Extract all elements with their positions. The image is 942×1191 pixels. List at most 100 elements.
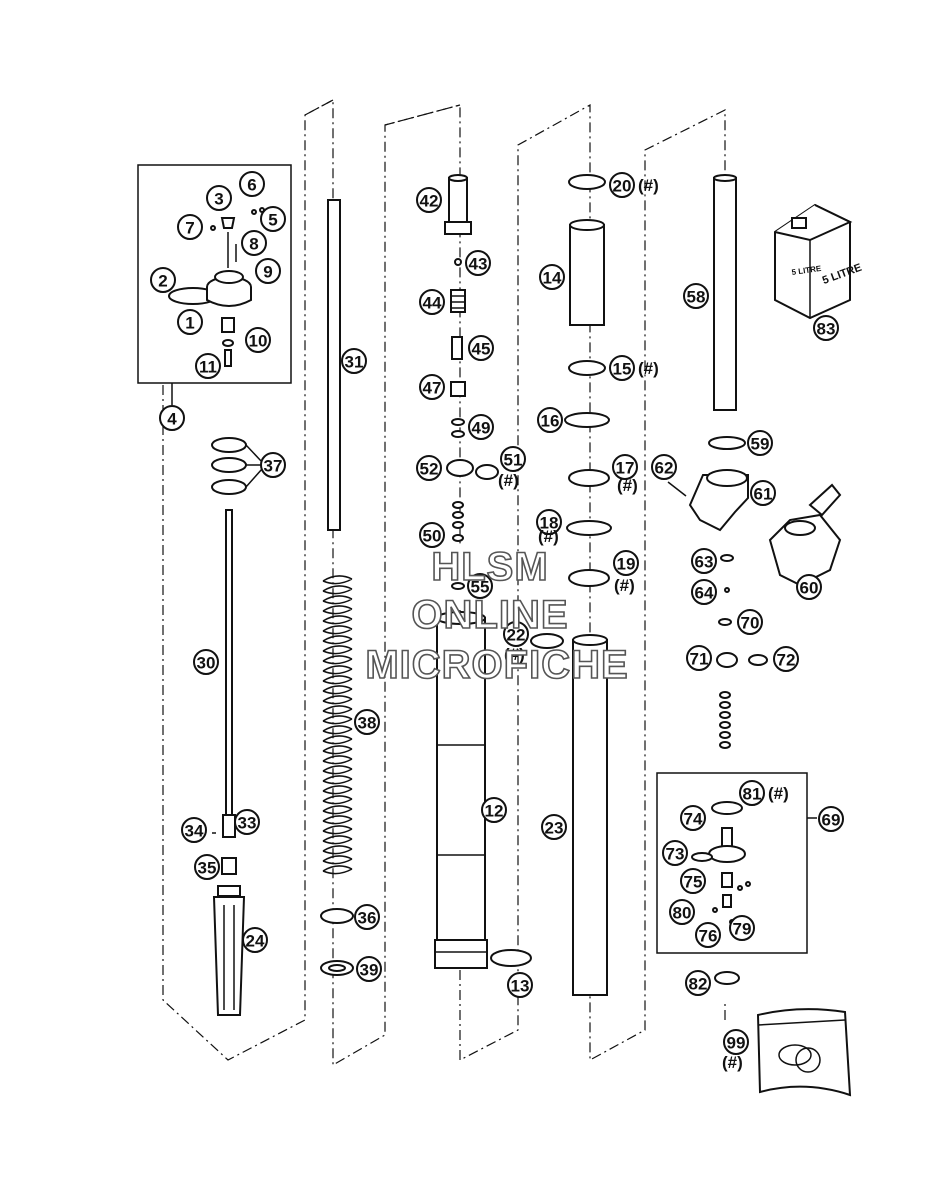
callout-49: 49 — [468, 414, 494, 440]
callout-number: 42 — [420, 192, 439, 211]
callout-circle — [193, 649, 219, 675]
callout-circle — [773, 646, 799, 672]
callout-20: 20(#) — [609, 172, 659, 198]
grease-bag-99 — [756, 1008, 852, 1097]
callout-76: 76 — [695, 922, 721, 948]
callout-number: 73 — [666, 845, 685, 864]
callout-number: 1 — [185, 314, 194, 333]
callout-circle — [242, 927, 268, 953]
callout-99: 99(#) — [722, 1029, 749, 1072]
callout-circle — [539, 264, 565, 290]
callout-64: 64 — [691, 579, 717, 605]
hash-mark: (#) — [768, 784, 789, 803]
callout-82: 82 — [685, 970, 711, 996]
callout-51: 51(#) — [498, 446, 526, 490]
spring-seats — [320, 908, 354, 976]
callout-circle — [537, 407, 563, 433]
callout-number: 31 — [345, 353, 364, 372]
callout-circle — [159, 405, 185, 431]
callout-30: 30 — [193, 649, 219, 675]
callout-number: 16 — [541, 412, 560, 431]
callout-circle — [416, 455, 442, 481]
hash-mark: (#) — [722, 1053, 743, 1072]
callout-number: 34 — [185, 822, 204, 841]
callout-35: 35 — [194, 854, 220, 880]
valve-assembly-box — [656, 772, 808, 954]
callout-number: 20 — [613, 177, 632, 196]
callout-circle — [234, 809, 260, 835]
callout-number: 45 — [472, 340, 491, 359]
callout-69: 69 — [818, 806, 844, 832]
callout-number: 71 — [690, 650, 709, 669]
callout-2: 2 — [150, 267, 176, 293]
callout-34: 34 — [181, 817, 207, 843]
callout-circle — [419, 374, 445, 400]
callout-60: 60 — [796, 574, 822, 600]
callout-number: 81 — [743, 785, 762, 804]
callout-circle — [467, 573, 493, 599]
callout-circle — [609, 355, 635, 381]
hash-mark: (#) — [504, 645, 525, 664]
callout-circle — [239, 171, 265, 197]
callout-81: 81 (#) — [739, 780, 789, 806]
callout-44: 44 — [419, 289, 445, 315]
callout-circle — [481, 797, 507, 823]
callout-circle — [181, 817, 207, 843]
callout-number: 8 — [249, 235, 258, 254]
callout-circle — [241, 230, 267, 256]
callout-number: 55 — [471, 578, 490, 597]
callout-12: 12 — [481, 797, 507, 823]
callout-55: 55 — [467, 573, 493, 599]
callout-number: 59 — [751, 435, 770, 454]
callout-number: 14 — [543, 269, 562, 288]
callout-number: 3 — [214, 190, 223, 209]
callout-number: 44 — [423, 294, 442, 313]
callout-37: 37 — [260, 452, 286, 478]
valve-assembly-parts — [691, 801, 751, 985]
callout-number: 5 — [268, 211, 277, 230]
callout-circle — [691, 579, 717, 605]
callout-number: 4 — [167, 410, 177, 429]
callout-circle — [260, 206, 286, 232]
callout-number: 80 — [673, 904, 692, 923]
tube-column-parts — [530, 174, 612, 996]
callout-number: 70 — [741, 614, 760, 633]
callout-3: 3 — [206, 185, 232, 211]
callout-number: 19 — [617, 555, 636, 574]
callout-circle — [818, 806, 844, 832]
callout-circle — [686, 645, 712, 671]
callout-number: 7 — [185, 219, 194, 238]
callout-circle — [669, 899, 695, 925]
callout-23: 23 — [541, 814, 567, 840]
outer-tube-12 — [434, 611, 532, 969]
callout-6: 6 — [239, 171, 265, 197]
callout-circle — [150, 267, 176, 293]
callout-number: 47 — [423, 379, 442, 398]
callout-52: 52 — [416, 455, 442, 481]
callout-circle — [194, 854, 220, 880]
callout-45: 45 — [468, 335, 494, 361]
callout-63: 63 — [691, 548, 717, 574]
callout-39: 39 — [356, 956, 382, 982]
callout-number: 82 — [689, 975, 708, 994]
callout-circle — [177, 214, 203, 240]
callout-5: 5 — [260, 206, 286, 232]
callout-number: 6 — [247, 176, 256, 195]
callout-number: 75 — [684, 873, 703, 892]
callout-number: 72 — [777, 651, 796, 670]
callout-59: 59 — [747, 430, 773, 456]
callout-31: 31 — [341, 348, 367, 374]
callout-13: 13 — [507, 972, 533, 998]
callout-circle — [750, 480, 776, 506]
callout-number: 51 — [504, 451, 523, 470]
callout-47: 47 — [419, 374, 445, 400]
callout-number: 36 — [358, 909, 377, 928]
callout-circle — [507, 972, 533, 998]
callout-74: 74 — [680, 805, 706, 831]
callout-number: 10 — [249, 332, 268, 351]
callout-number: 24 — [246, 932, 265, 951]
callout-33: 33 — [234, 809, 260, 835]
callout-4: 4 — [159, 405, 185, 431]
callout-circle — [651, 454, 677, 480]
